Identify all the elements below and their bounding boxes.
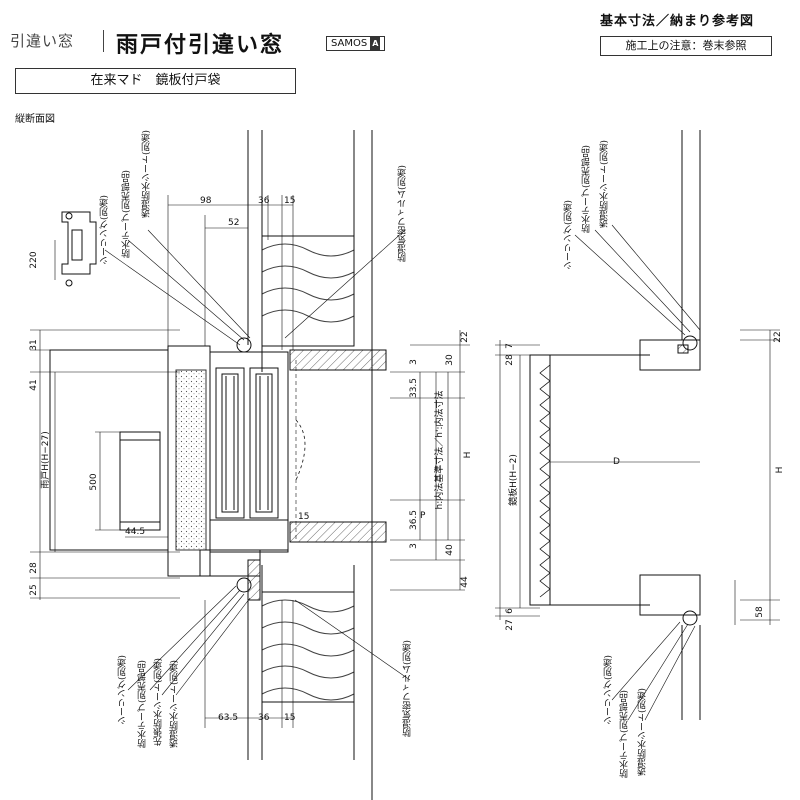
callout-film-bottom-left: 防湿気密フィルム(別途) — [403, 640, 413, 738]
dim-3-top: 3 — [409, 359, 419, 365]
right-head-frame — [639, 339, 701, 371]
dim-40: 40 — [445, 544, 455, 556]
category-label: 引違い窓 — [10, 32, 75, 50]
sash-inner — [249, 367, 279, 519]
badge-text: SAMOS — [331, 38, 368, 49]
callout-sheet-top-left: 透湿防水シート(別途) — [142, 130, 152, 219]
callout-sheet-top-right: 透湿防水シート(別途) — [600, 140, 610, 229]
dim-28-right: 28 — [505, 354, 515, 366]
dim-27: 27 — [505, 619, 515, 630]
construction-note-box: 施工上の注意：巻末参照 — [600, 36, 772, 56]
sill-board — [289, 521, 387, 543]
kagami-h-label: 鏡板H(H−2) — [507, 454, 519, 506]
dim-52: 52 — [228, 218, 239, 228]
callout-sealing-bottom-right: シーリング(別途) — [604, 655, 614, 726]
dim-58: 58 — [755, 606, 765, 618]
dim-31: 31 — [29, 339, 39, 350]
h-label-right: H — [775, 467, 785, 474]
insulation-bottom-left — [261, 591, 355, 703]
dim-3-bottom: 3 — [409, 543, 419, 549]
dim-33-5: 33.5 — [409, 378, 419, 398]
h-naiho-label: h:内法基準寸法／h':内法寸法 — [433, 391, 445, 510]
dim-41: 41 — [29, 379, 39, 390]
badge-letter: A — [370, 37, 381, 50]
mirror-panel — [529, 354, 551, 606]
dim-98: 98 — [200, 196, 212, 206]
callout-sealing-bottom-left: シーリング(別途) — [118, 655, 128, 726]
header-divider — [103, 30, 104, 52]
section-label: 縦断面図 — [15, 114, 55, 125]
dim-7: 7 — [505, 343, 515, 349]
dim-22-left: 22 — [460, 331, 470, 342]
callout-sealing-top-right: シーリング(別途) — [564, 200, 574, 271]
insulation-top-left — [261, 235, 355, 347]
dim-44: 44 — [460, 576, 470, 588]
header-lintel — [289, 349, 387, 371]
shutter-panel — [119, 431, 161, 531]
callout-film-top-left: 防湿気密フィルム(別途) — [398, 165, 408, 263]
dim-36-top: 36 — [258, 196, 270, 206]
dim-22-right: 22 — [773, 331, 783, 342]
dim-15-mid: 15 — [298, 512, 309, 522]
page-title: 雨戸付引違い窓 — [116, 33, 285, 58]
callout-sheet-bottom-right: 透湿防水シート(別途) — [638, 688, 648, 777]
dim-220: 220 — [29, 251, 39, 268]
callout-tape-top-right: 防水テープ(別売部品) — [582, 145, 592, 234]
callout-tape-bottom-right: 防水テープ(別売部品) — [620, 690, 630, 779]
dim-44-5: 44.5 — [125, 527, 145, 537]
callout-tape-top-left: 防水テープ(別売部品) — [122, 170, 132, 259]
h-label-left: H — [463, 452, 473, 459]
dim-15-bottom: 15 — [284, 713, 295, 723]
sash-frame — [209, 351, 289, 553]
sealant-bottom — [236, 577, 252, 593]
callout-sealing-top-left: シーリング(別途) — [100, 195, 110, 266]
amado-h-label: 雨戸H(H−27) — [40, 431, 51, 489]
handle-detail — [61, 211, 97, 287]
callout-presheet-bottom-left: 先張防水シート(別途) — [154, 658, 164, 747]
p-label: P — [420, 511, 426, 521]
callout-tape-bottom-left: 防水テープ(別売部品) — [138, 660, 148, 749]
dim-30: 30 — [445, 354, 455, 366]
dim-500: 500 — [89, 473, 99, 490]
dim-28-left: 28 — [29, 562, 39, 574]
sealant-top — [236, 337, 252, 353]
sash-outer — [215, 367, 245, 519]
dim-36-5: 36.5 — [409, 510, 419, 530]
right-sill-frame — [639, 574, 701, 616]
callout-sheet-bottom-left: 透湿防水シート(別途) — [170, 660, 180, 749]
dim-25: 25 — [29, 584, 39, 595]
shutter-box — [49, 349, 169, 551]
dim-15-top: 15 — [284, 196, 295, 206]
dim-6: 6 — [505, 608, 515, 614]
drawing-type-title: 基本寸法／納まり参考図 — [600, 14, 755, 29]
dim-36-bottom: 36 — [258, 713, 270, 723]
subtitle-box: 在来マド 鏡板付戸袋 — [15, 68, 296, 94]
d-label: D — [613, 457, 620, 467]
dim-63-5: 63.5 — [218, 713, 238, 723]
